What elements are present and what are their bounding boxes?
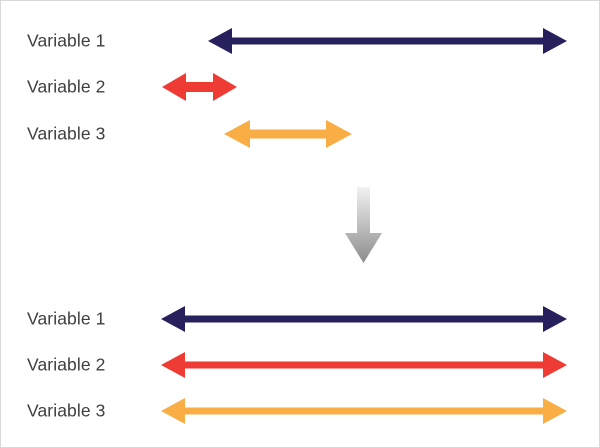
after-standardization-label-2: Variable 2	[27, 354, 106, 375]
after-standardization-arrow-1	[161, 306, 567, 332]
before-standardization-label-1: Variable 1	[27, 30, 106, 51]
after-standardization-arrow-2	[161, 352, 567, 378]
downward-transform-arrow	[344, 187, 382, 263]
arrow-shape	[161, 398, 567, 424]
arrow-shape	[224, 120, 352, 148]
arrow-shape	[208, 28, 567, 54]
before-standardization-arrow-3	[224, 120, 352, 148]
before-standardization-label-2: Variable 2	[27, 76, 106, 97]
arrow-shape	[161, 352, 567, 378]
before-standardization-label-3: Variable 3	[27, 123, 106, 144]
before-standardization-arrow-1	[208, 28, 567, 54]
arrow-shape	[161, 306, 567, 332]
before-standardization-arrow-2	[162, 73, 237, 101]
after-standardization-label-1: Variable 1	[27, 308, 106, 329]
arrow-shape	[162, 73, 237, 101]
after-standardization-arrow-3	[161, 398, 567, 424]
after-standardization-label-3: Variable 3	[27, 400, 106, 421]
transform-arrow-shape	[344, 187, 382, 263]
